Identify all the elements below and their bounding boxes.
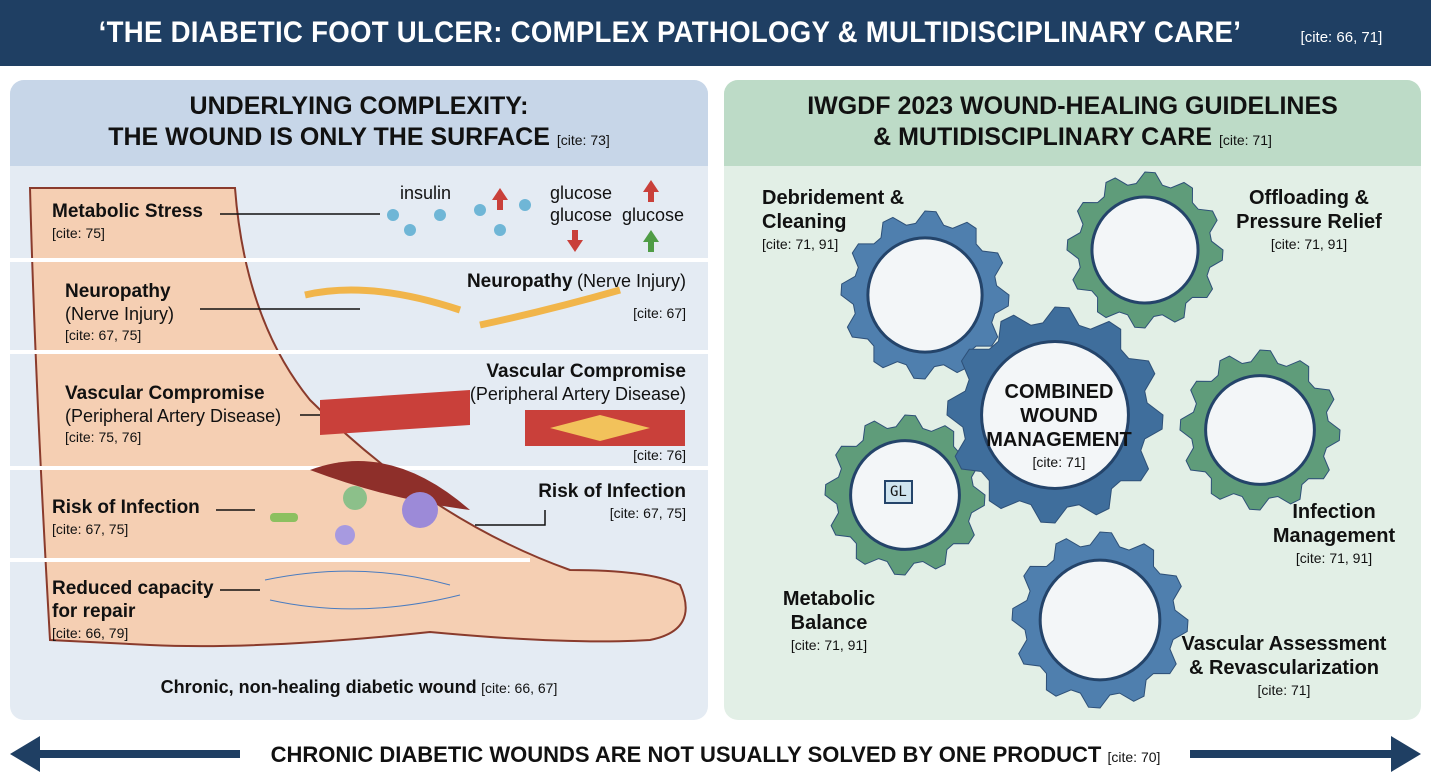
bacteria-icon (270, 486, 438, 545)
title-cite: [cite: 66, 71] (1300, 28, 1383, 46)
center-line1: COMBINED (1004, 381, 1114, 403)
row-cite: [cite: 66, 79] (52, 625, 129, 641)
pathology-panel: UNDERLYING COMPLEXITY: THE WOUND IS ONLY… (10, 80, 708, 720)
neuropathy-sub: (Nerve Injury) (576, 271, 686, 291)
row-cite: [cite: 75] (52, 225, 105, 241)
row-label: Reduced capacity (52, 578, 214, 599)
row-cite: [cite: 75, 76] (65, 429, 142, 445)
gear-title: & Revascularization (1188, 657, 1380, 679)
center-cite: [cite: 71] (1032, 454, 1086, 470)
center-line3: MANAGEMENT (986, 429, 1132, 451)
arrow-up-icon (492, 188, 508, 210)
title-bar: ‘THE DIABETIC FOOT ULCER: COMPLEX PATHOL… (0, 0, 1431, 66)
nerve-icon (304, 286, 621, 329)
double-arrow-icon (10, 736, 1421, 772)
gear-infection-icon (1179, 349, 1341, 511)
arrow-up-icon (643, 180, 659, 202)
gear-title: Infection (1292, 501, 1376, 523)
center-gear-label: COMBINED WOUND MANAGEMENT [cite: 71] (964, 380, 1154, 472)
foot-caption: Chronic, non-healing diabetic wound [cit… (10, 676, 708, 699)
arrow-down-icon (567, 230, 583, 252)
row-infection: Risk of Infection [cite: 67, 75] (52, 496, 200, 539)
neuropathy-cite: [cite: 67] (633, 305, 686, 321)
vascular-cite: [cite: 76] (633, 447, 686, 463)
gear-title: Management (1272, 525, 1396, 547)
vascular-title: Vascular Compromise (486, 361, 686, 382)
left-heading: UNDERLYING COMPLEXITY: THE WOUND IS ONLY… (10, 80, 708, 166)
glucose-label: glucose (550, 183, 613, 203)
neuropathy-detail: Neuropathy (Nerve Injury) [cite: 67] (467, 270, 686, 323)
main-title: ‘THE DIABETIC FOOT ULCER: COMPLEX PATHOL… (98, 16, 1241, 49)
gear-vascular-label: Vascular Assessment& Revascularization [c… (1164, 632, 1404, 700)
glucometer-icon: GL (884, 480, 913, 504)
row-sub: (Peripheral Artery Disease) (65, 406, 282, 426)
vascular-sub: (Peripheral Artery Disease) (469, 384, 686, 404)
gear-title: Pressure Relief (1236, 211, 1382, 233)
infection-detail: Risk of Infection [cite: 67, 75] (538, 480, 686, 523)
right-heading-line1: IWGDF 2023 WOUND-HEALING GUIDELINES (807, 91, 1338, 120)
gear-cite: [cite: 71, 91] (790, 637, 868, 653)
row-metabolic-stress: Metabolic Stress [cite: 75] (52, 200, 203, 243)
gear-title: Debridement & (762, 187, 905, 209)
center-line2: WOUND (1020, 405, 1098, 427)
row-label: Metabolic Stress (52, 201, 203, 222)
gear-debridement-label: Debridement &Cleaning [cite: 71, 91] (762, 186, 904, 254)
fibroblast-icon (264, 570, 461, 610)
left-heading-line2: THE WOUND IS ONLY THE SURFACE (108, 122, 550, 151)
row-neuropathy: Neuropathy(Nerve Injury) [cite: 67, 75] (65, 280, 174, 345)
glucose-label: glucose (622, 205, 685, 225)
gear-cite: [cite: 71, 91] (1295, 550, 1373, 566)
infection-cite: [cite: 67, 75] (609, 505, 686, 521)
caption-cite: [cite: 66, 67] (481, 680, 558, 696)
row-label: Risk of Infection (52, 497, 200, 518)
row-vascular: Vascular Compromise(Peripheral Artery Di… (65, 382, 281, 447)
gear-cite: [cite: 71, 91] (762, 236, 839, 252)
right-heading: IWGDF 2023 WOUND-HEALING GUIDELINES & MU… (724, 80, 1421, 166)
neuropathy-title: Neuropathy (466, 271, 573, 292)
vascular-detail: Vascular Compromise (Peripheral Artery D… (470, 360, 686, 465)
insulin-molecule-icon (387, 199, 531, 236)
gear-title: Metabolic (782, 588, 876, 610)
row-sub: for repair (52, 601, 136, 622)
right-heading-line2: & MUTIDISCIPLINARY CARE (873, 122, 1213, 151)
gear-cite: [cite: 71, 91] (1270, 236, 1348, 252)
gear-debridement-icon (840, 210, 1010, 380)
gear-title: Vascular Assessment (1181, 633, 1387, 655)
bottom-cite: [cite: 70] (1107, 749, 1161, 765)
care-panel: IWGDF 2023 WOUND-HEALING GUIDELINES & MU… (724, 80, 1421, 720)
row-label: Neuropathy (65, 281, 171, 302)
row-label: Vascular Compromise (65, 383, 265, 404)
glucose-label: glucose (550, 205, 613, 225)
gear-cite: [cite: 71] (1257, 682, 1311, 698)
gears-diagram (824, 171, 1341, 709)
gear-center-icon (946, 306, 1164, 524)
gear-offloading-icon (1066, 171, 1224, 329)
arrow-up-icon (643, 230, 659, 252)
row-sub: (Nerve Injury) (65, 304, 175, 324)
gear-title: Balance (790, 612, 868, 634)
gear-title: Cleaning (762, 211, 847, 233)
left-heading-line1: UNDERLYING COMPLEXITY: (189, 91, 529, 120)
infection-title: Risk of Infection (538, 481, 686, 502)
row-cite: [cite: 67, 75] (65, 327, 142, 343)
gear-vascular-icon (1011, 531, 1189, 709)
gear-offloading-label: Offloading &Pressure Relief [cite: 71, 91… (1224, 186, 1394, 254)
left-heading-cite: [cite: 73] (556, 131, 610, 148)
foot-illustration (10, 180, 708, 648)
caption-text: Chronic, non-healing diabetic wound (160, 677, 477, 697)
insulin-label: insulin (400, 183, 452, 203)
bottom-text: CHRONIC DIABETIC WOUNDS ARE NOT USUALLY … (270, 742, 1102, 767)
right-heading-cite: [cite: 71] (1218, 131, 1272, 148)
artery-icon (320, 390, 470, 435)
row-cite: [cite: 67, 75] (52, 521, 129, 537)
bottom-message: CHRONIC DIABETIC WOUNDS ARE NOT USUALLY … (0, 742, 1431, 768)
gear-title: Offloading & (1249, 187, 1369, 209)
bottom-banner: CHRONIC DIABETIC WOUNDS ARE NOT USUALLY … (0, 730, 1431, 778)
